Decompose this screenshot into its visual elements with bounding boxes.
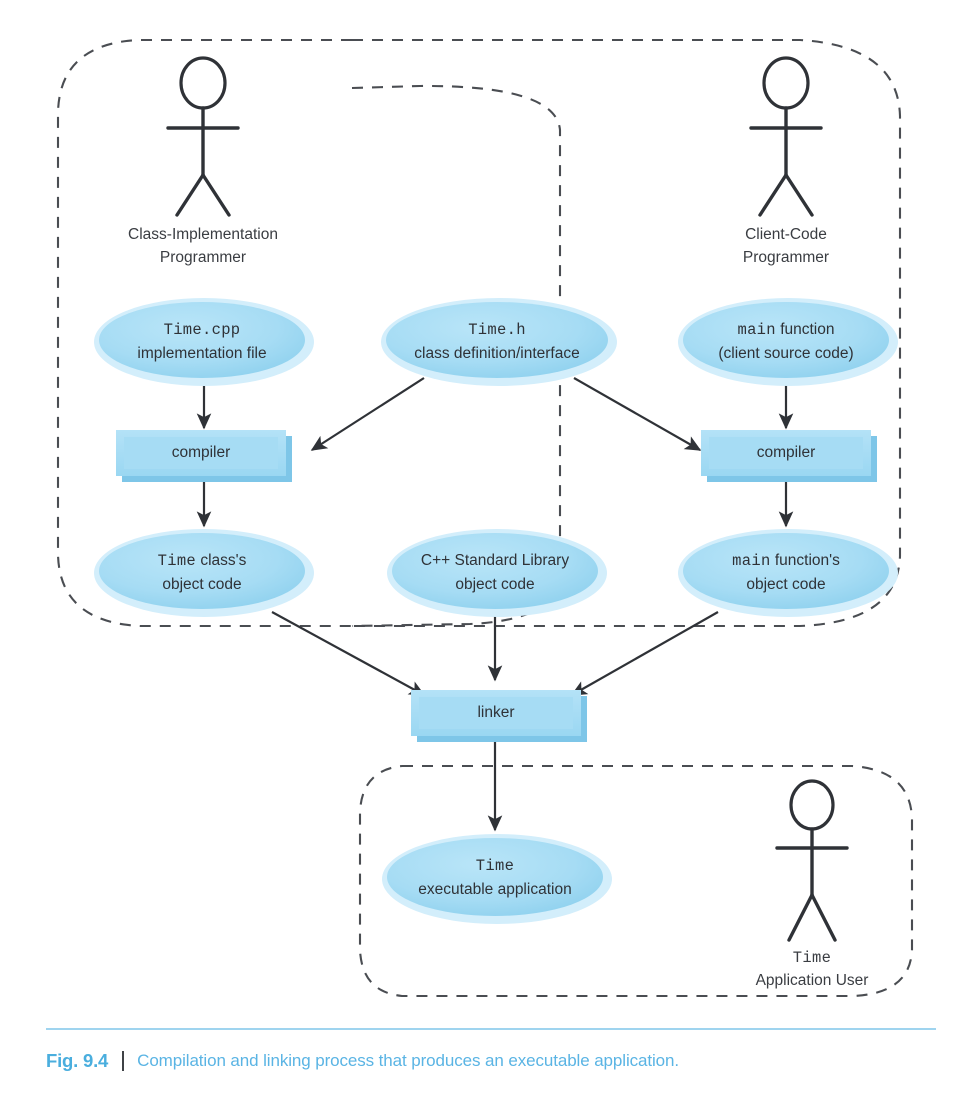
node-label-line1: main function — [737, 321, 834, 339]
node-label-line1: main function's — [732, 552, 840, 570]
node-linker[interactable]: linker — [411, 690, 587, 742]
node-label-line2: object code — [455, 576, 534, 593]
actor-leg-left — [787, 893, 814, 942]
node-time-executable[interactable]: Time executable application — [382, 834, 612, 924]
actor-time-application-user — [775, 779, 849, 942]
node-label-line1: Time.cpp — [164, 321, 241, 339]
client-code-boundary — [352, 38, 902, 628]
node-label-mono-time: Time — [158, 552, 196, 570]
node-label-rest-main: function — [776, 321, 835, 338]
node-shape — [99, 302, 305, 378]
class-implementation-boundary — [56, 38, 352, 628]
connector-timeh-to-compiler-right — [573, 377, 702, 451]
node-compiler-right[interactable]: compiler — [701, 430, 877, 482]
node-label-line1: Time — [476, 857, 514, 875]
node-label-line1: Time class's — [158, 552, 247, 570]
node-time-cpp[interactable]: Time.cpp implementation file — [94, 298, 314, 386]
actor-leg-right — [201, 173, 231, 217]
node-cpp-standard-library-object-code[interactable]: C++ Standard Library object code — [387, 529, 607, 617]
actor-label-client-code-programmer-line2: Programmer — [743, 249, 829, 266]
box-bevel — [709, 437, 863, 469]
node-shape — [683, 533, 889, 609]
actor-head — [179, 56, 227, 110]
node-label-line2: class definition/interface — [414, 345, 579, 362]
figure-number: Fig. 9.4 — [46, 1050, 109, 1071]
box-bevel — [419, 697, 573, 729]
caption-rule — [46, 1028, 936, 1030]
box-label: compiler — [172, 444, 231, 461]
node-shape — [387, 838, 603, 916]
connector-time-object-code-to-linker — [271, 611, 426, 696]
actor-label-time-application-user-line2: Application User — [756, 972, 869, 989]
node-time-h[interactable]: Time.h class definition/interface — [381, 298, 617, 386]
node-label-rest-main-obj: function's — [771, 552, 841, 569]
actor-leg-right — [810, 893, 837, 942]
compilation-linking-diagram: Class-Implementation Programmer Client-C… — [56, 38, 914, 998]
actor-leg-left — [758, 173, 788, 217]
node-label-mono-main-obj: main — [732, 552, 770, 570]
node-shape — [683, 302, 889, 378]
node-label-line2: object code — [162, 576, 241, 593]
box-bevel — [124, 437, 278, 469]
actor-head — [789, 779, 835, 831]
node-label-line1: C++ Standard Library — [421, 552, 569, 569]
node-shape — [392, 533, 598, 609]
connector-timeh-to-compiler-left — [310, 377, 425, 451]
node-label-line2: implementation file — [137, 345, 266, 362]
node-label-line1: Time.h — [468, 321, 526, 339]
actor-class-implementation-programmer — [166, 56, 240, 217]
node-label-line2: executable application — [418, 881, 571, 898]
connector-group — [196, 377, 794, 832]
figure-caption: Fig. 9.4 Compilation and linking process… — [46, 1044, 946, 1078]
actor-client-code-programmer — [749, 56, 823, 217]
boundary-group — [56, 38, 914, 998]
node-label-line2: (client source code) — [718, 345, 853, 362]
actor-label-client-code-programmer-line1: Client-Code — [745, 226, 827, 243]
node-main-function[interactable]: main function (client source code) — [678, 298, 898, 386]
node-label-line2: object code — [746, 576, 825, 593]
node-label-mono-main: main — [737, 321, 775, 339]
node-compiler-left[interactable]: compiler — [116, 430, 292, 482]
box-label: compiler — [757, 444, 816, 461]
box-label: linker — [477, 704, 514, 721]
node-shape — [386, 302, 608, 378]
actor-head — [762, 56, 810, 110]
actor-label-class-implementation-programmer-line1: Class-Implementation — [128, 226, 278, 243]
actor-label-time-application-user-line1: Time — [793, 949, 831, 967]
actor-leg-left — [175, 173, 205, 217]
application-user-boundary — [358, 764, 914, 998]
node-time-class-object-code[interactable]: Time class's object code — [94, 529, 314, 617]
actor-label-class-implementation-programmer-line2: Programmer — [160, 249, 246, 266]
caption-separator — [122, 1051, 125, 1071]
connector-main-object-code-to-linker — [570, 611, 719, 696]
node-shape — [99, 533, 305, 609]
node-label-rest-time: class's — [196, 552, 247, 569]
actor-leg-right — [784, 173, 814, 217]
standard-library-boundary — [351, 84, 562, 628]
figure-caption-text: Compilation and linking process that pro… — [137, 1051, 680, 1070]
node-main-function-object-code[interactable]: main function's object code — [678, 529, 898, 617]
